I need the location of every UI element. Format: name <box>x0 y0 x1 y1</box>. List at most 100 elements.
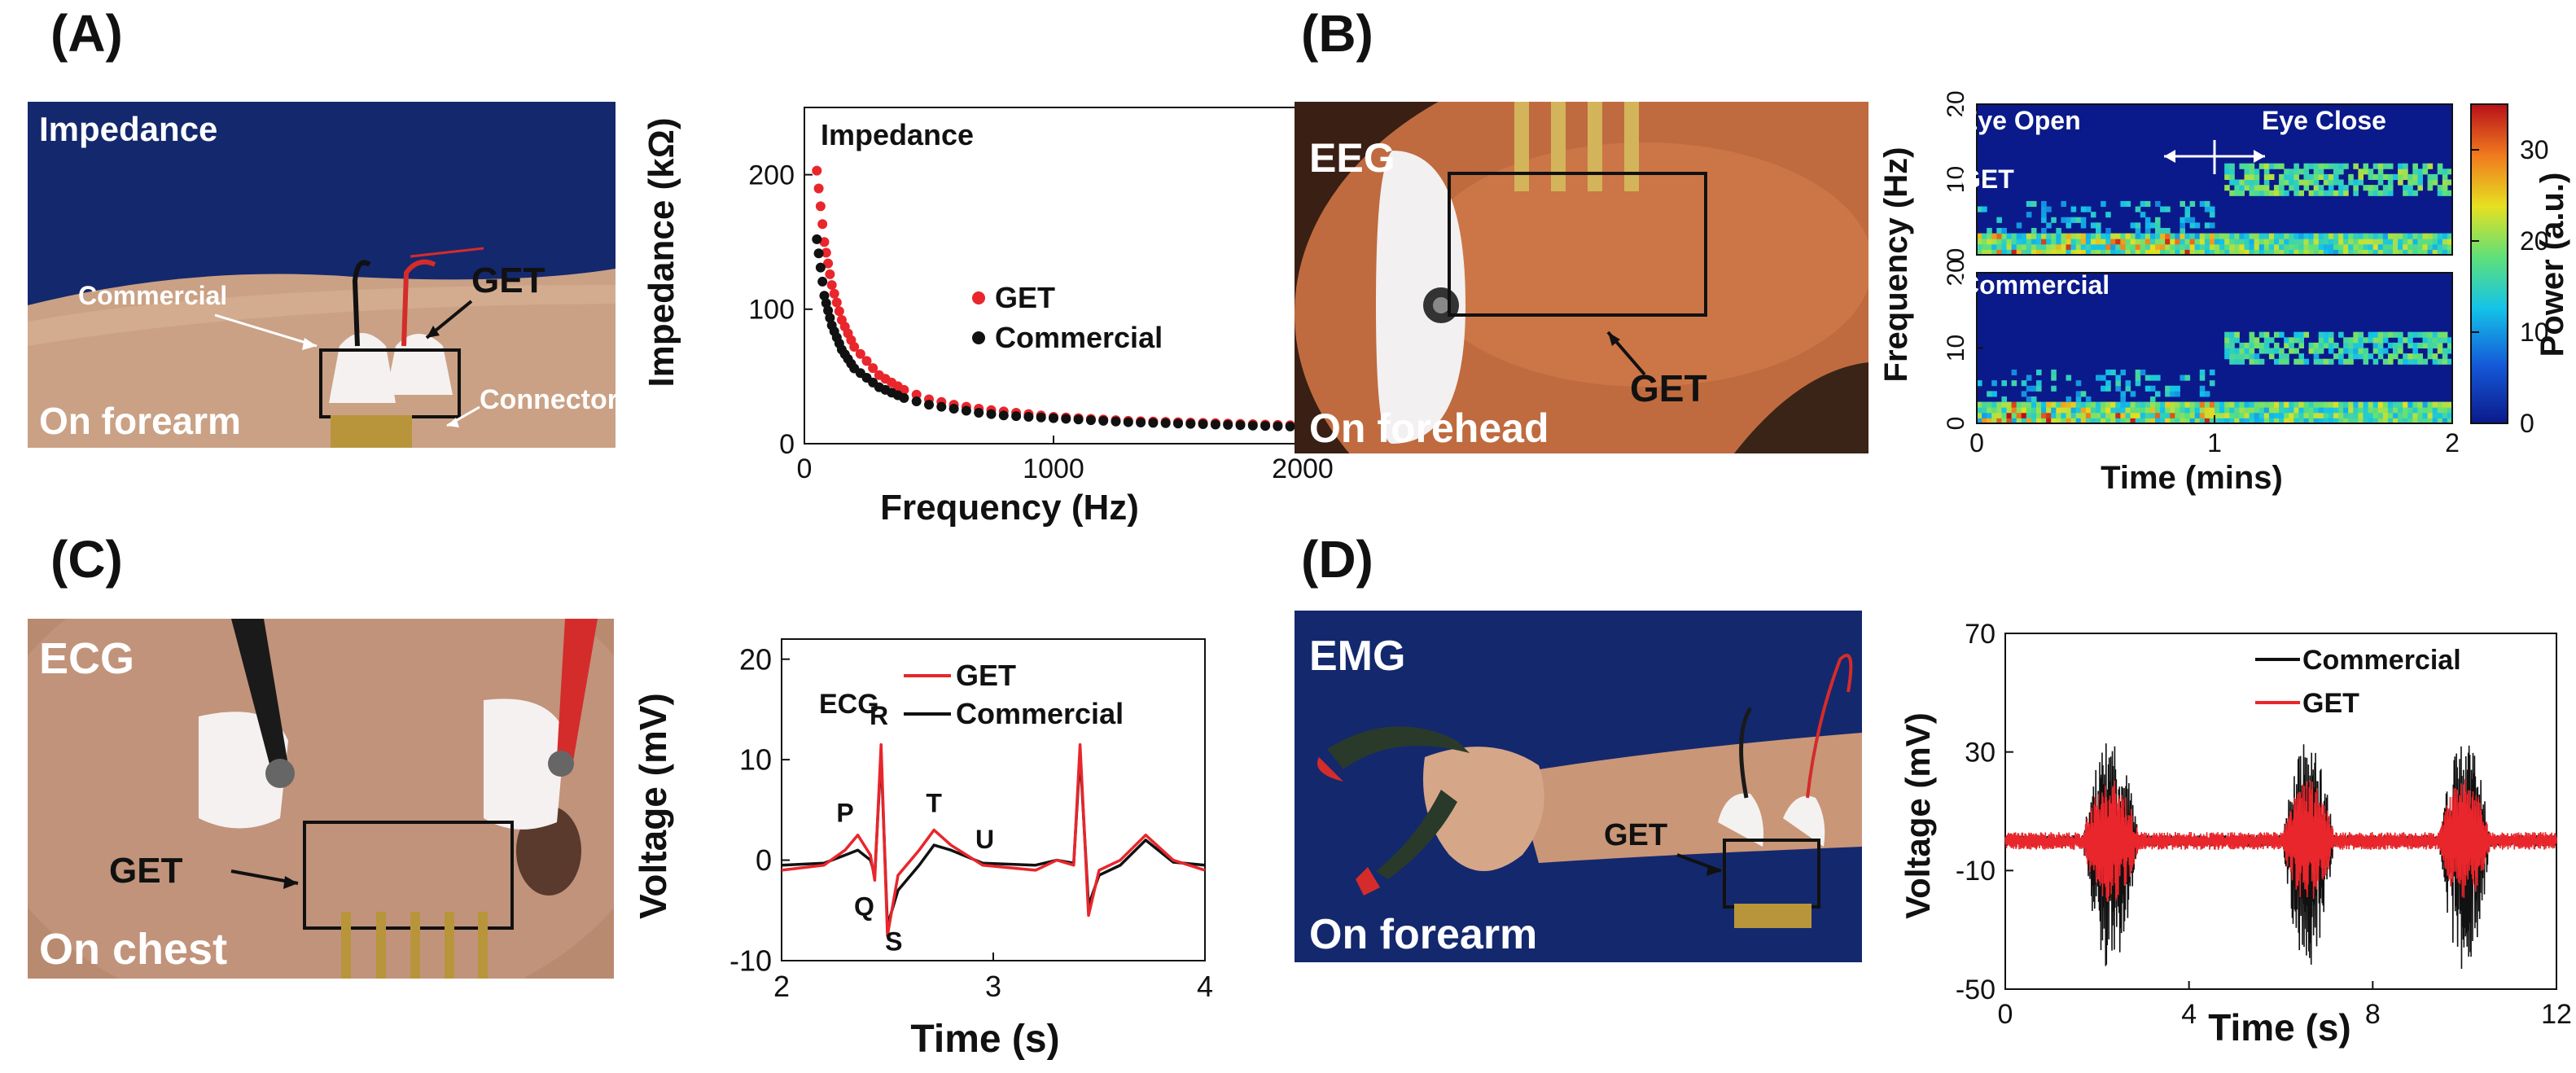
chart-b-heatmap-cell <box>2026 239 2032 245</box>
chart-b-heatmap-cell <box>2006 401 2013 408</box>
chart-b-heatmap-cell <box>2224 233 2230 239</box>
chart-b-heatmap-cell <box>2110 369 2116 376</box>
chart-b-heatmap-cell <box>2372 190 2379 196</box>
chart-b-heatmap-cell <box>2066 418 2072 424</box>
chart-b-heatmap-cell <box>2372 348 2379 354</box>
chart-b-heatmap-cell <box>2293 249 2299 256</box>
chart-b-heatmap-cell <box>1991 233 1997 239</box>
chart-b-heatmap-cell <box>2348 239 2354 245</box>
chart-b-heatmap-cell <box>2387 233 2394 239</box>
chart-b-heatmap-cell <box>2194 239 2201 245</box>
chart-b-heatmap-cell <box>2249 401 2255 408</box>
chart-a-point-commercial <box>1247 420 1258 431</box>
chart-b-heatmap-cell <box>2348 173 2354 180</box>
chart-b-heatmap-cell <box>2096 249 2101 256</box>
chart-b-heatmap-cell <box>2234 179 2240 186</box>
chart-b-heatmap-cell <box>2412 358 2418 365</box>
chart-b-heatmap-cell <box>2199 233 2206 239</box>
chart-b-heatmap-cell <box>2046 418 2052 424</box>
chart-b-heatmap-cell <box>2026 385 2032 392</box>
chart-b-heatmap-cell <box>2398 412 2403 418</box>
chart-b-heatmap-cell <box>2066 222 2072 229</box>
chart-c-x-tick-label: 4 <box>1197 970 1213 1003</box>
chart-b-heatmap-cell <box>2343 337 2349 344</box>
chart-b-heatmap-cell <box>2056 227 2061 234</box>
chart-b-heatmap-cell <box>2229 412 2235 418</box>
chart-b-heatmap-cell <box>2155 233 2161 239</box>
chart-b-heatmap-cell <box>2313 185 2320 191</box>
chart-b-heatmap-cell <box>2442 233 2448 239</box>
chart-b-heatmap-cell <box>2066 239 2072 245</box>
chart-a-point-commercial <box>1210 419 1220 430</box>
chart-b-heatmap-cell <box>2070 412 2077 418</box>
chart-b-heatmap-cell <box>2189 418 2196 424</box>
chart-b-heatmap-cell <box>2258 358 2265 365</box>
chart-b-heatmap-cell <box>2224 342 2230 348</box>
chart-b-heatmap-cell <box>2328 163 2334 169</box>
chart-b-heatmap-cell <box>2041 243 2047 250</box>
chart-b-heatmap-cell <box>2061 418 2066 424</box>
chart-b-heatmap-cell <box>2382 173 2389 180</box>
chart-b-heatmap-cell <box>2318 249 2324 256</box>
chart-b-heatmap-cell <box>2422 239 2429 245</box>
chart-b-heatmap-cell <box>2144 227 2151 234</box>
chart-b-heatmap-cell <box>2298 331 2304 338</box>
chart-b-heatmap-cell <box>2096 243 2101 250</box>
chart-b-heatmap-cell <box>1977 206 1982 212</box>
chart-b-heatmap-cell <box>2368 401 2374 408</box>
chart-b-heatmap-cell <box>2363 185 2369 191</box>
chart-b-heatmap-cell <box>2333 243 2339 250</box>
chart-b-heatmap-cell <box>2011 401 2017 408</box>
chart-b-heatmap-cell <box>2412 331 2418 338</box>
chart-a-xlabel: Frequency (Hz) <box>880 488 1139 528</box>
chart-b-heatmap-cell <box>2437 337 2443 344</box>
chart-b-heatmap-cell <box>2249 353 2255 360</box>
chart-b-heatmap-cell <box>2031 200 2037 208</box>
chart-b-heatmap-cell <box>2263 418 2270 424</box>
chart-b-heatmap-cell <box>2184 401 2191 408</box>
chart-b-heatmap-cell <box>2160 239 2166 245</box>
chart-b-heatmap-cell <box>2170 418 2175 424</box>
chart-b-heatmap-cell <box>2056 401 2061 408</box>
chart-b-heatmap-cell <box>2372 233 2379 239</box>
chart-b-heatmap-cell <box>2348 179 2354 186</box>
chart-b-heatmap-cell <box>1996 233 2002 239</box>
chart-b-heatmap-cell <box>2407 418 2413 424</box>
chart-b-heatmap-cell <box>2219 407 2225 414</box>
chart-b-heatmap-cell <box>2284 337 2289 344</box>
chart-b-heatmap-cell <box>2244 401 2250 408</box>
chart-b-heatmap-cell <box>2353 337 2359 344</box>
chart-b-heatmap-cell <box>2204 407 2210 414</box>
chart-b-heatmap-cell <box>2403 185 2408 191</box>
chart-b-heatmap-cell <box>2268 190 2275 196</box>
chart-b-heatmap-cell <box>2036 233 2042 239</box>
chart-b-heatmap-cell <box>2239 358 2245 365</box>
chart-b-heatmap-cell <box>2422 249 2429 256</box>
chart-b-heatmap-cell <box>2036 243 2042 250</box>
chart-b-heatmap-cell <box>2258 348 2265 354</box>
chart-b-heatmap-cell <box>2224 418 2230 424</box>
chart-b-heatmap-cell <box>2001 412 2007 418</box>
chart-b-heatmap-cell <box>2258 342 2265 348</box>
chart-b-heatmap-cell <box>2130 412 2136 418</box>
chart-b-heatmap-cell <box>2194 222 2201 229</box>
chart-b-heatmap-cell <box>2442 185 2448 191</box>
chart-b-heatmap-cell <box>2268 337 2275 344</box>
chart-b-heatmap-cell <box>2403 190 2408 196</box>
chart-b-heatmap-cell <box>2284 407 2289 414</box>
chart-b-heatmap-cell <box>2417 249 2423 256</box>
chart-a-x-tick-label: 1000 <box>1023 453 1084 484</box>
chart-b-heatmap-cell <box>2353 163 2359 169</box>
chart-b-heatmap-cell <box>1996 227 2002 234</box>
chart-b-heatmap-cell <box>1977 418 1982 424</box>
chart-b-heatmap-cell <box>2140 407 2146 414</box>
chart-b-heatmap-cell <box>2303 249 2310 256</box>
chart-b-heatmap-cell <box>2348 412 2354 418</box>
chart-b-heatmap-cell <box>2338 243 2344 250</box>
panel-b-label-get: GET <box>1630 367 1707 409</box>
chart-b-heatmap-cell <box>2268 412 2275 418</box>
chart-b-heatmap-cell <box>2149 233 2156 239</box>
chart-a-point-commercial <box>821 298 831 309</box>
chart-a-point-commercial <box>1085 415 1096 426</box>
chart-b-heatmap-cell <box>2070 407 2077 414</box>
